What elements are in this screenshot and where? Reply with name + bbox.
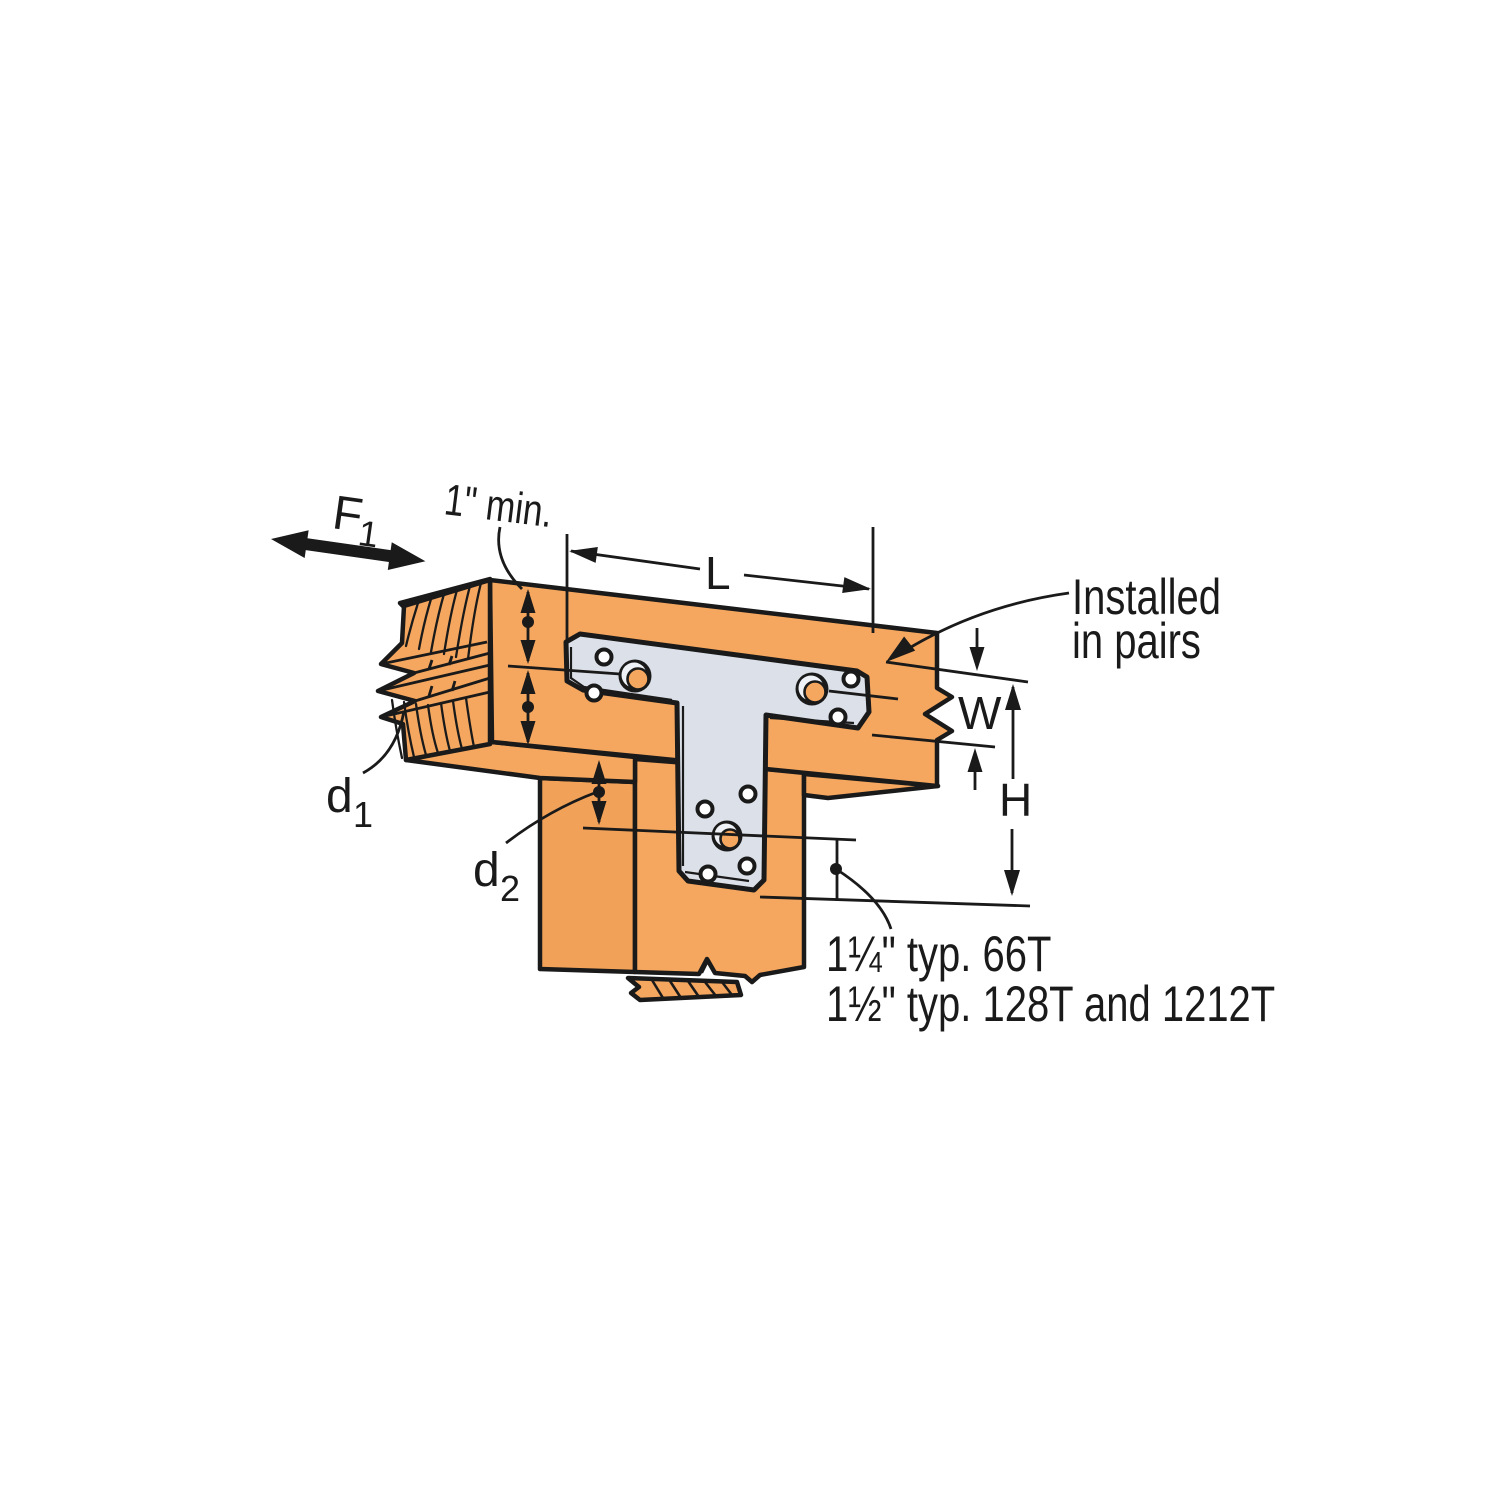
d2-label: d 2 xyxy=(473,844,520,909)
arrowhead xyxy=(842,577,871,594)
stub-grain-hatch xyxy=(650,979,734,999)
post-break-tooth-line xyxy=(701,960,709,974)
nail-hole-leg-lower-left xyxy=(698,864,718,884)
dim-dot xyxy=(593,786,605,798)
d2-leader xyxy=(505,790,598,845)
centerline-right-arm xyxy=(828,689,899,701)
nail-hole-arm-top-right xyxy=(841,669,861,689)
nail-hole-leg-lower-right xyxy=(737,856,757,876)
svg-text:2: 2 xyxy=(500,868,520,909)
nail-hole-leg-upper-right xyxy=(738,784,758,804)
arrowhead xyxy=(520,589,536,613)
w-ext-line-bottom xyxy=(871,733,996,749)
annotations: F 1 1" min. L Installed in pairs xyxy=(271,476,1275,1032)
bolt-hole-left-arm xyxy=(618,659,652,693)
arrowhead xyxy=(591,801,607,825)
arrowhead xyxy=(969,647,985,671)
arrowhead xyxy=(569,546,598,563)
arrowhead xyxy=(520,640,536,664)
arrowhead xyxy=(520,670,536,694)
force-label: F 1 xyxy=(329,486,381,555)
bolt-hole-right-arm xyxy=(795,672,829,706)
dim-dot xyxy=(522,616,534,628)
svg-text:1½" typ. 128T and 1212T: 1½" typ. 128T and 1212T xyxy=(826,976,1275,1032)
arrowhead xyxy=(886,636,916,662)
h-bottom-line xyxy=(759,895,1031,908)
svg-text:in pairs: in pairs xyxy=(1072,613,1201,669)
dim-dot xyxy=(522,701,534,713)
nail-hole-arm-top-left xyxy=(594,647,614,667)
d1-leader xyxy=(362,710,406,775)
nail-hole-arm-bottom-right xyxy=(828,707,848,727)
width-label: W xyxy=(958,687,1002,739)
note-leader xyxy=(835,867,893,930)
installed-leader xyxy=(897,591,1070,657)
arrowhead xyxy=(1005,684,1021,710)
installed-label: Installed in pairs xyxy=(1072,569,1221,669)
centerline-left-arm xyxy=(507,664,621,676)
svg-text:Installed: Installed xyxy=(1072,569,1221,625)
svg-text:d: d xyxy=(326,770,353,823)
arrowhead xyxy=(591,760,607,784)
note-label: 1¼" typ. 66T 1½" typ. 128T and 1212T xyxy=(826,926,1275,1032)
force-arrow xyxy=(271,530,426,570)
svg-text:d: d xyxy=(473,844,500,897)
force-label-main: F xyxy=(329,486,365,543)
length-label: L xyxy=(705,547,731,599)
centerline-leg xyxy=(582,826,857,842)
post-broken-stub xyxy=(625,975,744,1003)
w-ext-line-top xyxy=(885,660,1029,684)
min-edge-leader xyxy=(497,526,523,590)
plate-outline xyxy=(563,631,872,893)
arrowhead xyxy=(520,721,536,745)
svg-text:1: 1 xyxy=(353,794,373,835)
break-chevron-lines xyxy=(377,640,491,719)
post-side-face xyxy=(537,775,638,975)
arrowhead xyxy=(967,748,983,772)
d1-label: d 1 xyxy=(326,770,373,835)
nail-hole-leg-upper-left xyxy=(695,799,715,819)
svg-text:1¼" typ. 66T: 1¼" typ. 66T xyxy=(826,926,1051,982)
nail-hole-arm-bottom-left xyxy=(584,683,604,703)
height-label: H xyxy=(999,774,1032,826)
t-strap-plate xyxy=(563,631,872,893)
arrowhead xyxy=(1004,870,1020,896)
